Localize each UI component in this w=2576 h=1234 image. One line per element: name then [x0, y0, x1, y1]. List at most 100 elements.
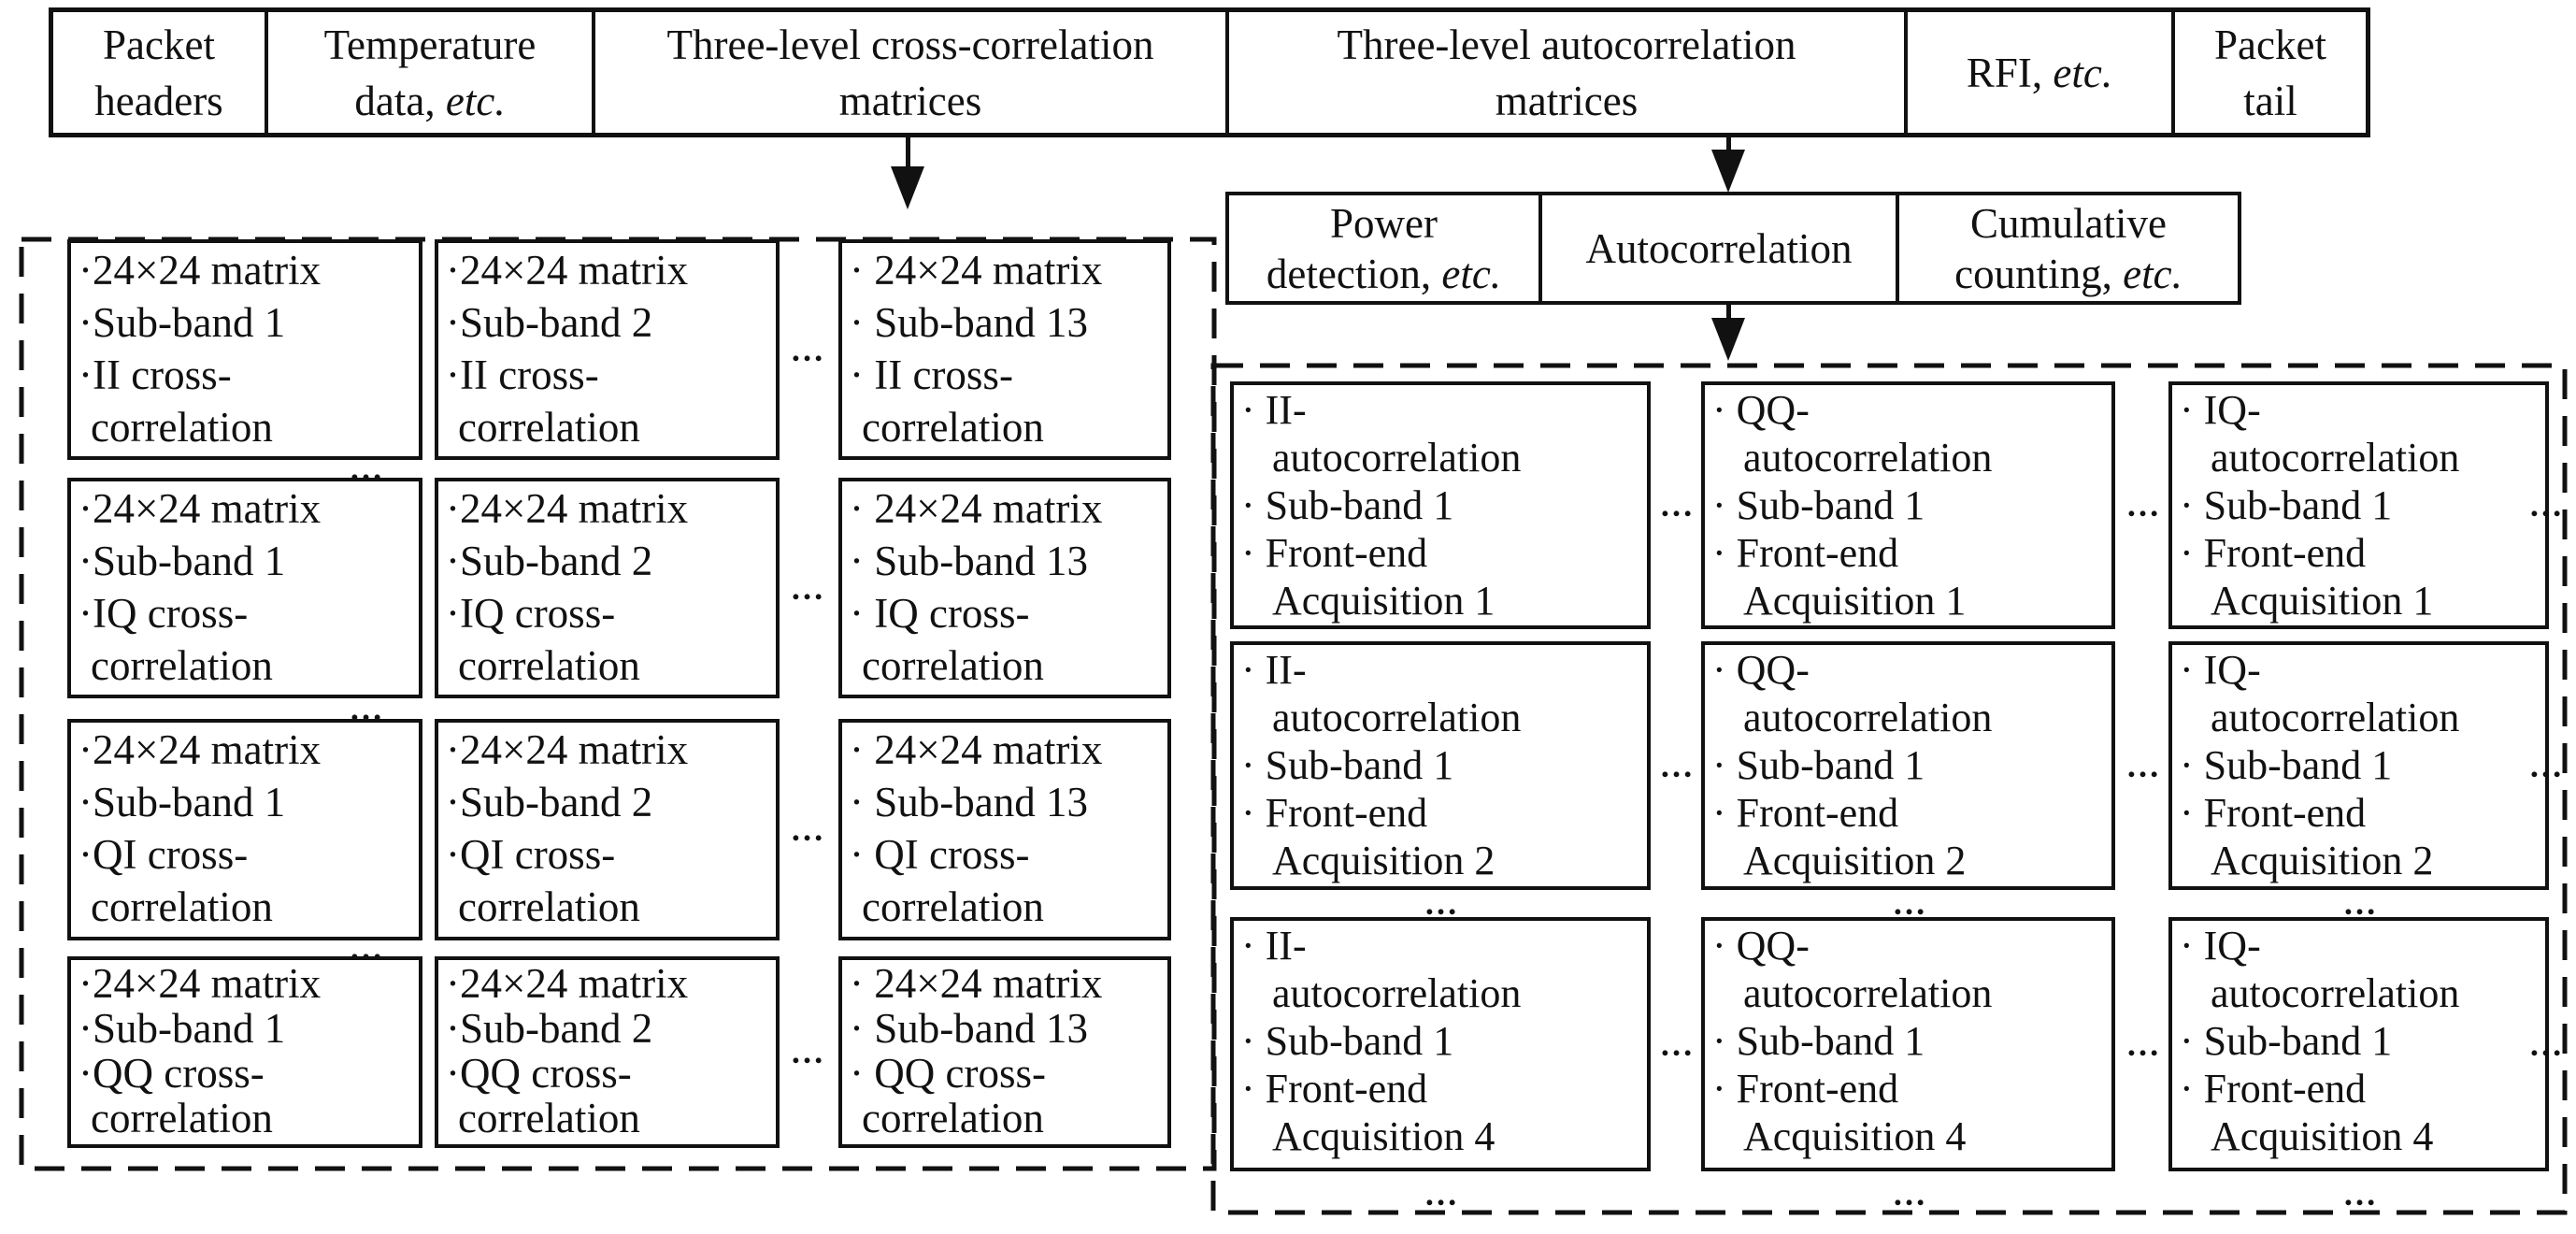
ellipsis-dots: … [2125, 747, 2160, 784]
ellipsis-dots: … [349, 450, 383, 487]
cell-line: ·QQ cross- [79, 1050, 265, 1097]
cell-line: ·Sub-band 2 [446, 299, 653, 346]
cell-line: autocorrelation [2211, 435, 2460, 481]
ellipsis-dots: … [790, 569, 824, 607]
ellipsis-dots: … [1892, 884, 1926, 922]
left-cell-r2c1: ·24×24 matrix ·Sub-band 1 ·IQ cross-correl… [67, 478, 422, 698]
cell-line: · IQ- [2180, 923, 2261, 969]
cell-line: correlation [458, 883, 640, 930]
cell-line: Acquisition 1 [2211, 578, 2434, 624]
ellipsis-dots: … [790, 1033, 824, 1070]
cell-line: Acquisition 2 [2211, 838, 2434, 883]
ellipsis-dots: … [2528, 1026, 2563, 1063]
ellipsis-dots: … [790, 811, 824, 848]
right-cell-r1c2: · QQ-autocorrelation· Sub-band 1· Front-… [1701, 381, 2115, 629]
cell-line: ·Sub-band 2 [446, 538, 653, 584]
left-cell-r4c2: ·24×24 matrix·Sub-band 2·QQ cross-correl… [435, 956, 780, 1148]
cell-line: Packet [103, 21, 215, 68]
left-cell-r1c2: ·24×24 matrix·Sub-band 2·II cross-correl… [435, 239, 780, 460]
cell-line: Packet [2214, 21, 2326, 68]
cell-line: Three-level cross-correlation [666, 21, 1154, 68]
cell-line: · Sub-band 13 [850, 1005, 1088, 1052]
cell-line: ·24×24 matrix [79, 726, 322, 773]
cell-line: correlation [862, 883, 1044, 930]
top-cell-autocorrelation: Three-level autocorrelation matrices [1229, 12, 1908, 133]
cell-line: · 24×24 matrix [850, 485, 1103, 532]
right-cell-r3c1: · II-autocorrelation· Sub-band 1· Front-… [1230, 917, 1651, 1171]
cell-line: · IQ cross- [850, 590, 1030, 637]
cell-line: · Front-end [2180, 790, 2367, 836]
cell-line: headers [94, 77, 223, 124]
right-cell-r3c2: · QQ-autocorrelation· Sub-band 1· Front-… [1701, 917, 2115, 1171]
right-dashed-border [1210, 363, 2568, 1215]
cell-line: ·QQ cross- [446, 1050, 632, 1097]
right-cell-r1c3: · IQ-autocorrelation· Sub-band 1· Front-… [2168, 381, 2549, 629]
top-cell-rfi: RFI, etc. [1908, 12, 2175, 133]
ellipsis-dots: … [2342, 884, 2377, 922]
cell-line: correlation [91, 642, 273, 689]
left-cell-r3c3: · 24×24 matrix· Sub-band 13· QI cross-co… [838, 719, 1171, 940]
cell-line: · Sub-band 1 [2180, 1018, 2393, 1064]
cell-line: · 24×24 matrix [850, 960, 1103, 1007]
cell-line: RFI, etc. [1966, 49, 2113, 96]
cell-line: ·24×24 matrix [79, 485, 322, 532]
cell-line: ·24×24 matrix [446, 726, 689, 773]
left-cell-r1c1: ·24×24 matrix·Sub-band 1·II cross-correl… [67, 239, 422, 460]
cell-line: · II- [1241, 647, 1307, 693]
left-cell-r3c2: ·24×24 matrix·Sub-band 2·QI cross-correl… [435, 719, 780, 940]
cell-line: ·24×24 matrix [79, 247, 322, 294]
cell-line: counting, etc. [1954, 250, 2182, 297]
cell-line: · Sub-band 1 [1712, 1018, 1925, 1064]
cell-power-detection: Power detection, etc. [1229, 195, 1542, 301]
ellipsis-dots: … [1424, 884, 1458, 922]
cell-line: ·IQ cross- [79, 590, 249, 637]
ellipsis-dots: … [2528, 747, 2563, 784]
cell-line: ·24×24 matrix [446, 247, 689, 294]
left-cell-r1c3: · 24×24 matrix· Sub-band 13· II cross-co… [838, 239, 1171, 460]
cell-line: autocorrelation [1272, 970, 1522, 1016]
cell-line: correlation [91, 1095, 273, 1141]
cell-line: · Sub-band 1 [1241, 482, 1454, 528]
top-cell-packet-headers: Packet headers [53, 12, 268, 133]
cell-line: ·Sub-band 1 [79, 1005, 286, 1052]
cell-line: correlation [862, 404, 1044, 451]
cell-cumulative-counting: Cumulative counting, etc. [1899, 195, 2238, 301]
cell-line: Acquisition 4 [2211, 1113, 2434, 1159]
cell-line: · Sub-band 1 [1712, 482, 1925, 528]
right-cell-r2c3: · IQ-autocorrelation· Sub-band 1· Front-… [2168, 641, 2549, 890]
cell-line: · IQ- [2180, 387, 2261, 433]
cell-line: · 24×24 matrix [850, 726, 1103, 773]
cell-line: · Front-end [2180, 530, 2367, 576]
cell-line: ·Sub-band 1 [79, 538, 286, 584]
cell-line: Acquisition 1 [1743, 578, 1967, 624]
cell-line: ·QI cross- [79, 831, 249, 878]
top-cell-temperature-data: Temperature data, etc. [268, 12, 595, 133]
right-cell-r3c3: · IQ-autocorrelation· Sub-band 1· Front-… [2168, 917, 2549, 1171]
cell-line: correlation [458, 642, 640, 689]
ellipsis-dots: … [2528, 486, 2563, 524]
cell-line: ·II cross- [446, 352, 599, 398]
cell-line: · Front-end [1241, 530, 1428, 576]
cell-line: · Sub-band 13 [850, 538, 1088, 584]
left-cell-r3c1: ·24×24 matrix ·Sub-band 1 ·QI cross-correl… [67, 719, 422, 940]
cell-line: ·Sub-band 1 [79, 779, 286, 825]
left-cell-r4c3: · 24×24 matrix· Sub-band 13· QQ cross-co… [838, 956, 1171, 1148]
arrow-shaft [906, 136, 910, 170]
cell-line: Acquisition 4 [1743, 1113, 1967, 1159]
ellipsis-dots: … [2342, 1175, 2377, 1212]
cell-line: Acquisition 1 [1272, 578, 1496, 624]
cell-line: Autocorrelation [1585, 224, 1853, 272]
ellipsis-dots: … [1892, 1175, 1926, 1212]
cell-line: correlation [458, 1095, 640, 1141]
cell-line: correlation [91, 883, 273, 930]
arrow-head-icon [1711, 318, 1745, 361]
right-cell-r1c1: · II-autocorrelation· Sub-band 1· Front-… [1230, 381, 1651, 629]
cell-line: autocorrelation [1743, 970, 1993, 1016]
cell-line: · Front-end [1241, 790, 1428, 836]
cell-autocorrelation: Autocorrelation [1542, 195, 1899, 301]
cell-line: · Sub-band 1 [2180, 482, 2393, 528]
cell-line: correlation [91, 404, 273, 451]
cell-line: ·24×24 matrix [446, 485, 689, 532]
cell-line: ·II cross- [79, 352, 232, 398]
